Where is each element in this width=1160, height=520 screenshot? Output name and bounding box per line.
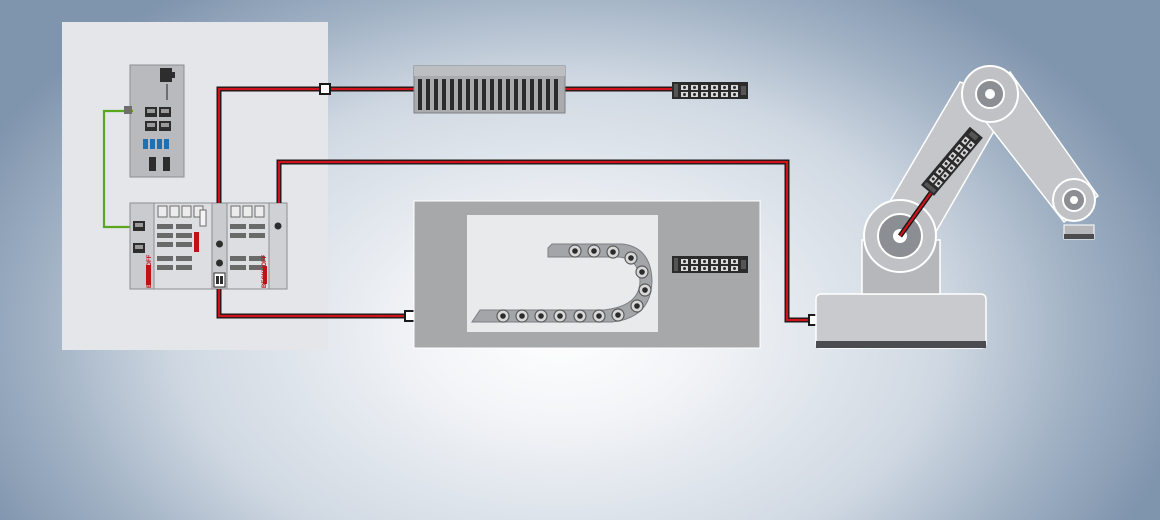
cable-chain-icon (471, 243, 653, 323)
ebus-coupler-icon (211, 202, 228, 290)
robot-arm-icon (815, 65, 1100, 349)
io-box-chain-icon (672, 256, 748, 273)
brand-label: BECKHOFF (262, 254, 268, 288)
io-box-top-icon (672, 82, 748, 99)
io-module-block-icon (153, 202, 213, 290)
brand-label: BECKHOFF (147, 254, 153, 288)
control-cabinet-panel (62, 22, 328, 350)
ethernet-cable-green (102, 109, 133, 229)
terminal-module-icon (413, 65, 566, 114)
io-module-block-2-icon (226, 202, 270, 290)
ethercat-junction-icon (268, 202, 288, 290)
industrial-pc-icon (129, 64, 185, 178)
cable-connector-icon (319, 83, 331, 95)
